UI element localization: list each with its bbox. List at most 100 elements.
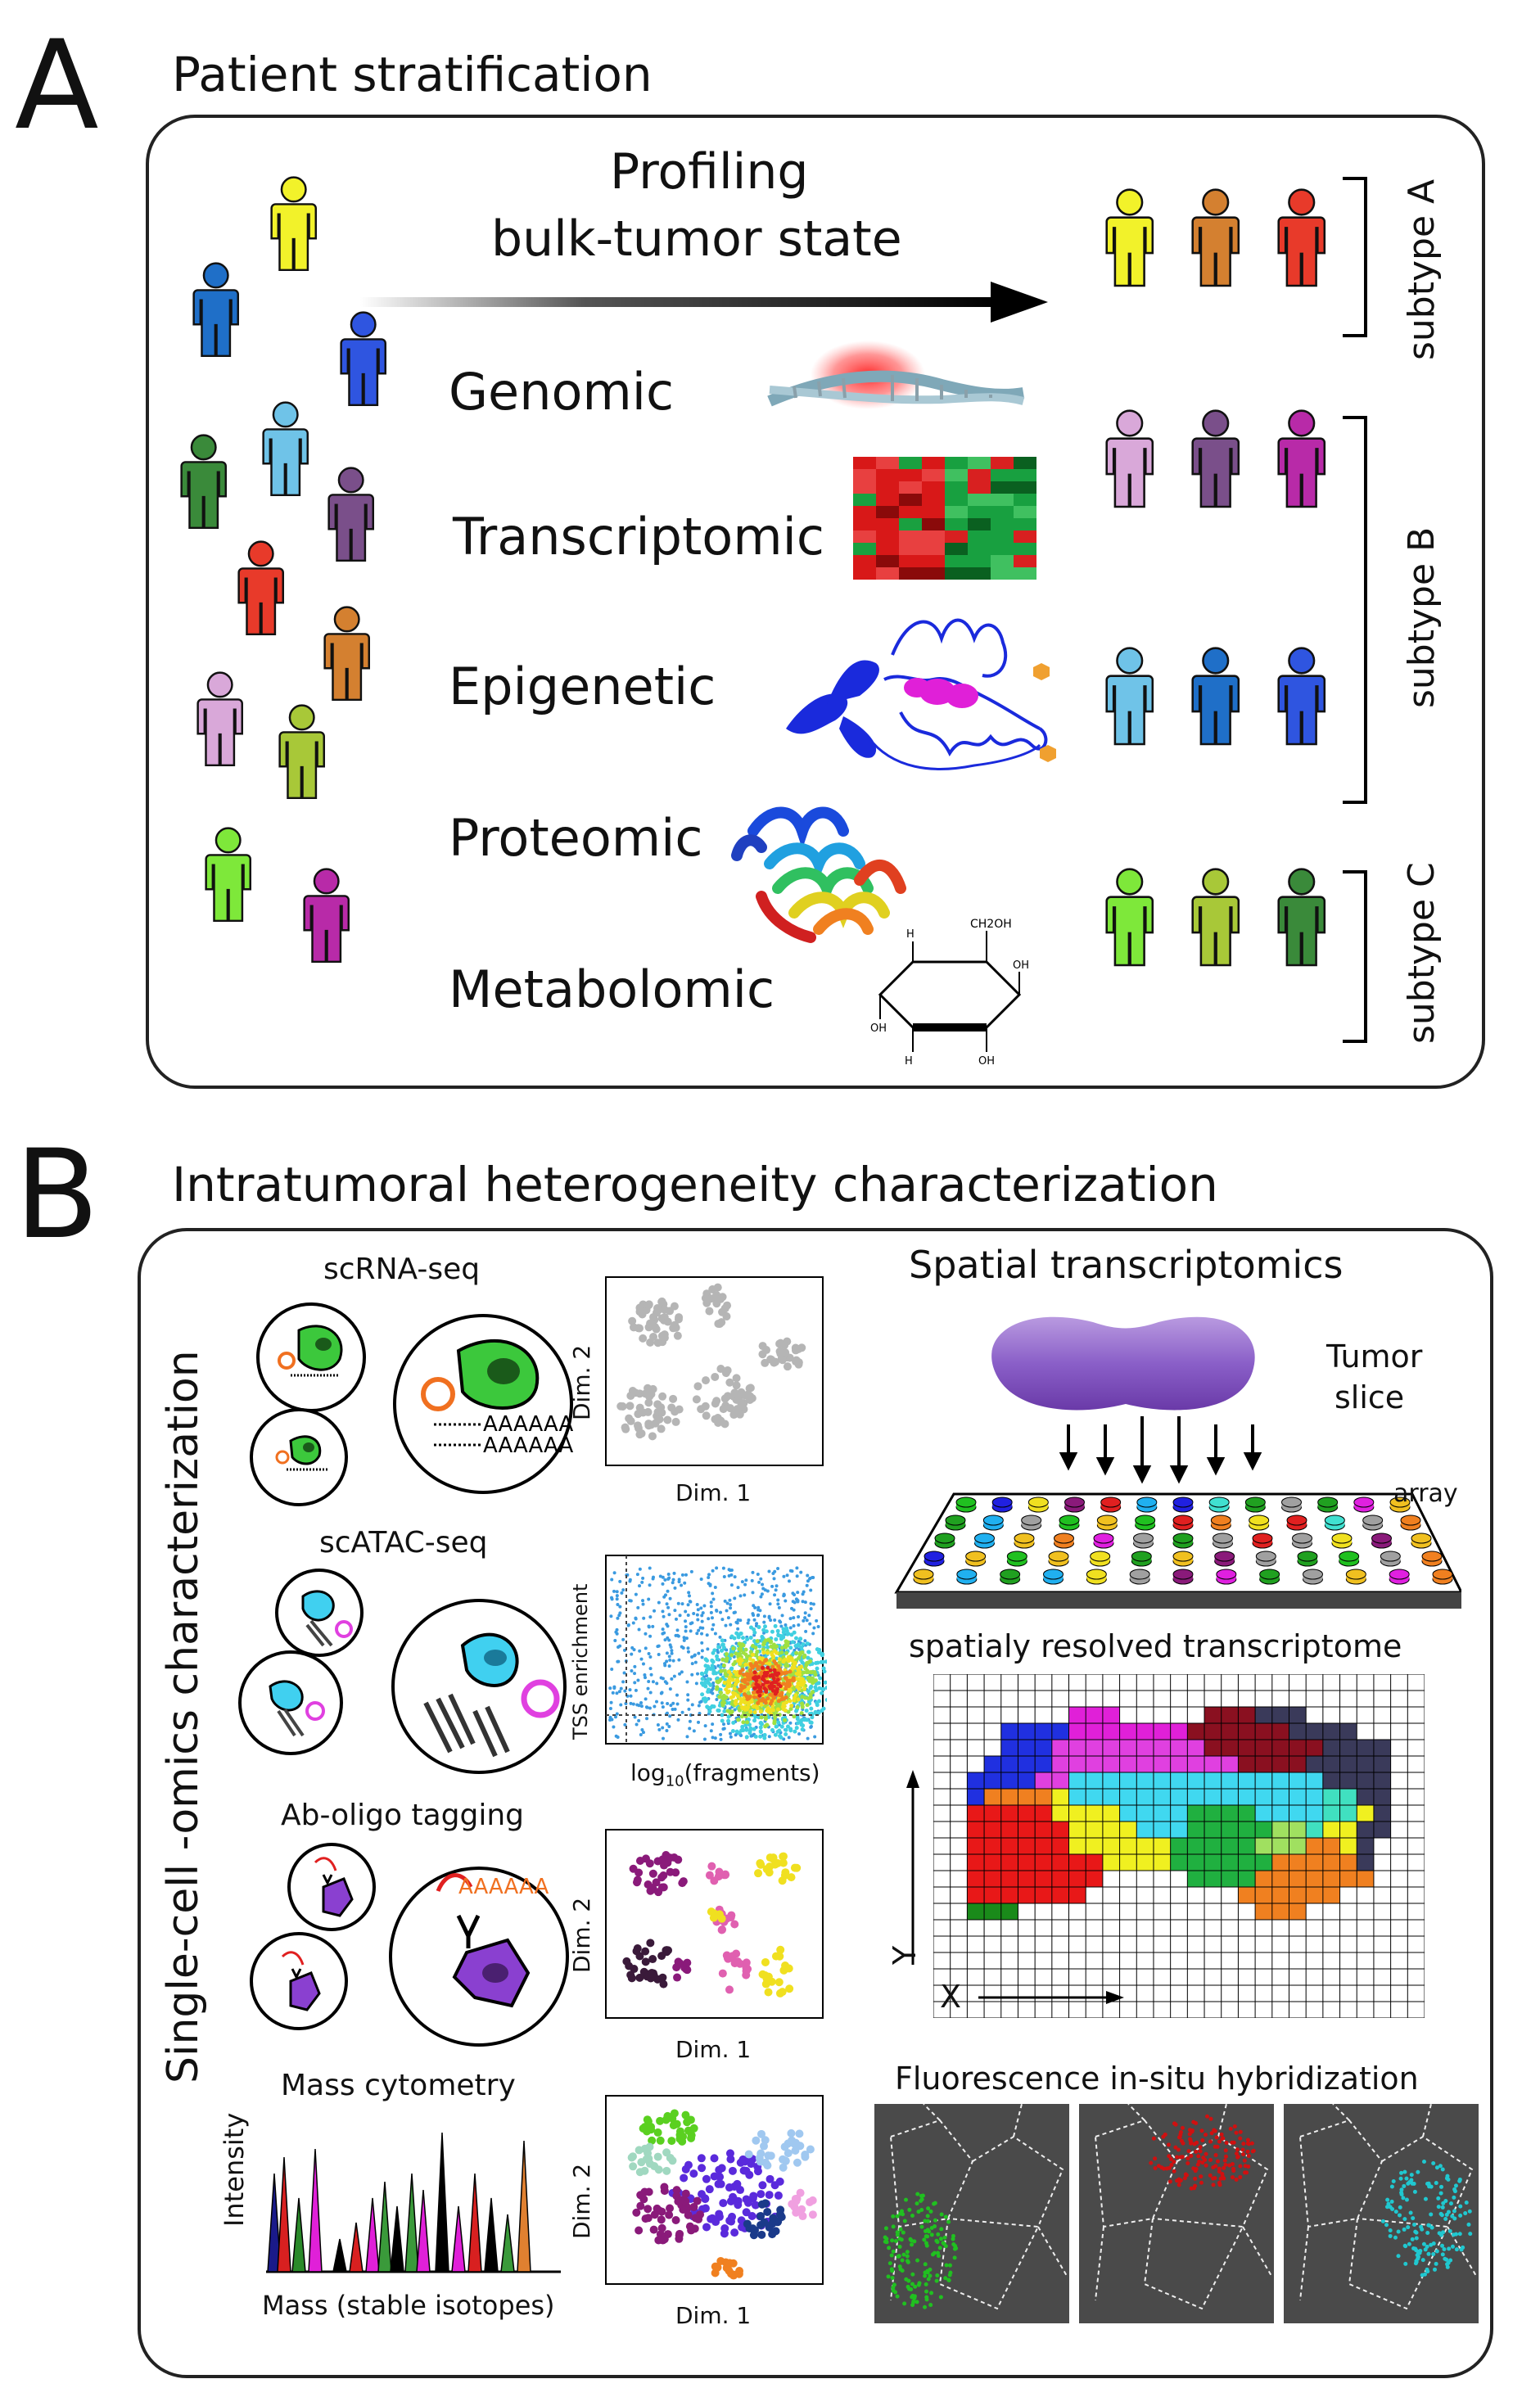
grid-cell — [1086, 1723, 1103, 1740]
scatter-point — [724, 1623, 728, 1627]
heatmap-cell — [991, 518, 1014, 531]
grid-cell — [1221, 1821, 1239, 1838]
scatter-point — [729, 2259, 738, 2268]
scatter-point — [735, 1959, 744, 1968]
scatter-point — [635, 1722, 639, 1727]
fish-signal-dot — [1169, 2163, 1174, 2168]
scatter-point — [809, 1720, 814, 1725]
heatmap-cell — [853, 457, 877, 470]
scatter-point — [644, 1697, 648, 1701]
arrow-label-line2: bulk-tumor state — [491, 210, 902, 268]
scatter-point — [651, 1624, 655, 1628]
scatter-point — [612, 1686, 616, 1690]
heatmap-cell — [968, 555, 991, 568]
scatter-point — [672, 1674, 676, 1678]
scatter-point — [702, 1604, 707, 1608]
scatter-point — [696, 1618, 700, 1622]
scatter-point — [779, 2163, 788, 2172]
scatter-point — [716, 2179, 725, 2188]
heatmap-cell — [922, 530, 946, 544]
scatter-point — [812, 1670, 817, 1675]
scatter-point — [769, 2214, 778, 2223]
spectrum-peak — [267, 2173, 282, 2273]
scatter-point — [705, 1633, 709, 1637]
scatter-point — [738, 1594, 743, 1598]
scatter-point — [622, 1648, 626, 1652]
fish-signal-dot — [1180, 2125, 1185, 2130]
scatter-point — [713, 1736, 717, 1740]
fish-signal-dot — [919, 2197, 924, 2202]
grid-cell — [1255, 1903, 1272, 1920]
fish-signal-dot — [893, 2239, 898, 2244]
fish-signal-dot — [1219, 2132, 1224, 2137]
fish-signal-dot — [1410, 2181, 1415, 2186]
scatter-point — [648, 1566, 652, 1570]
scatter-point — [733, 1708, 737, 1712]
scatter-point — [761, 1358, 770, 1367]
scatter-point — [644, 1421, 653, 1430]
heatmap-cell — [922, 506, 946, 519]
scatter-point — [745, 1637, 750, 1642]
scatter-point — [618, 1605, 622, 1609]
grid-cell — [1339, 1723, 1357, 1740]
scatter-point — [776, 1720, 781, 1725]
scatter-point — [728, 1598, 732, 1602]
grid-cell — [1086, 1740, 1103, 1756]
scatter-point — [685, 1735, 689, 1739]
grid-cell — [1339, 1854, 1357, 1871]
scatter-point — [668, 2114, 677, 2123]
scatter-point — [667, 2137, 676, 2146]
plot2-xlabel-suffix: (fragments) — [684, 1759, 820, 1786]
scatter-point — [625, 1414, 634, 1423]
scatter-point — [686, 1698, 690, 1702]
fish-signal-dot — [891, 2249, 896, 2254]
fish-signal-dot — [1421, 2160, 1426, 2165]
fish-signal-dot — [1434, 2261, 1438, 2266]
scatter-point — [780, 1341, 789, 1350]
spectrum-peak — [365, 2197, 380, 2273]
scatter-point — [798, 2212, 807, 2221]
scatter-point — [632, 1878, 641, 1887]
glucose-oh-label-1: OH — [870, 1022, 887, 1035]
scatter-point — [732, 1374, 741, 1383]
scatter-point — [623, 1722, 627, 1727]
scatter-point — [640, 1728, 644, 1732]
grid-cell — [1018, 1871, 1036, 1887]
grid-cell — [1271, 1805, 1289, 1821]
scatter-point — [695, 1632, 699, 1636]
scatter-point — [648, 1615, 653, 1619]
spectrum-peak — [484, 2197, 499, 2273]
heatmap-cell — [876, 530, 900, 544]
scatter-point — [675, 1702, 680, 1706]
subtype-patient-figure — [1105, 868, 1154, 967]
scatter-point — [780, 2142, 789, 2151]
heatmap-cell — [945, 494, 969, 507]
scatter-point — [762, 1614, 766, 1618]
grid-cell — [1306, 1821, 1323, 1838]
scatter-point — [761, 2136, 770, 2145]
fish-signal-dot — [1149, 2160, 1154, 2165]
grid-cell — [1322, 1838, 1340, 1854]
scatter-point — [752, 1676, 756, 1681]
grid-cell — [1322, 1854, 1340, 1871]
fish-signal-dot — [935, 2273, 940, 2277]
fish-signal-dot — [1172, 2169, 1176, 2174]
scatter-point — [738, 1700, 743, 1704]
scatter-point — [722, 1709, 727, 1713]
scatter-point — [802, 1686, 807, 1691]
scatter-point — [708, 1682, 713, 1687]
scatter-point — [793, 1661, 797, 1666]
heatmap-cell — [853, 543, 877, 556]
scatter-point — [674, 1617, 678, 1621]
scatter-point — [782, 1594, 786, 1598]
scatter-point — [775, 1707, 780, 1712]
grid-cell — [1018, 1838, 1036, 1854]
fish-signal-dot — [1217, 2169, 1222, 2174]
scatter-point — [761, 1957, 770, 1966]
plot-frame — [605, 2095, 824, 2285]
scatter-point — [811, 1632, 815, 1636]
grid-cell — [984, 1805, 1001, 1821]
scatter-point — [662, 1614, 666, 1618]
fish-signal-dot — [1175, 2178, 1180, 2183]
scatter-point — [723, 1599, 727, 1603]
